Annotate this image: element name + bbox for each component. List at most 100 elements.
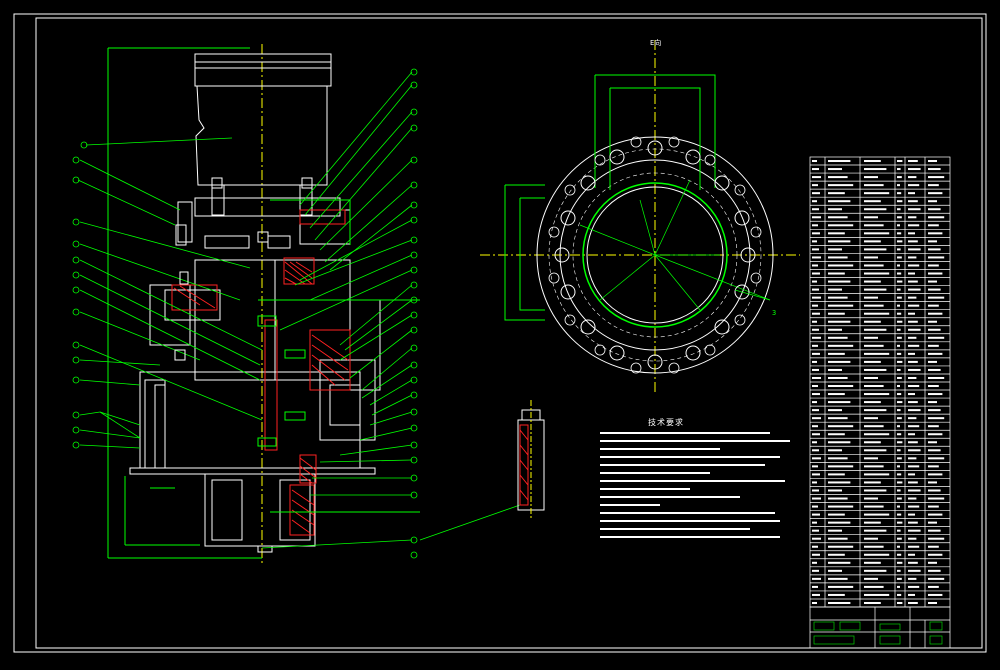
table-cell-text	[864, 457, 878, 460]
table-cell-text	[812, 457, 821, 460]
dimension-lines	[107, 47, 420, 559]
table-cell-text	[864, 529, 887, 532]
table-cell-text	[908, 176, 917, 179]
table-cell-text	[812, 240, 817, 243]
table-cell-text	[864, 425, 884, 428]
technical-requirements-title: 技术要求	[648, 418, 684, 427]
table-cell-text	[928, 240, 937, 243]
table-cell-text	[828, 320, 851, 323]
table-cell-text	[897, 256, 902, 259]
table-cell-text	[828, 513, 845, 516]
table-cell-text	[908, 561, 918, 564]
table-cell-text	[828, 537, 848, 540]
table-cell-text	[828, 360, 851, 363]
detail-section	[517, 400, 545, 520]
table-cell-text	[828, 280, 851, 283]
table-cell-text	[897, 312, 902, 315]
table-cell-text	[864, 417, 878, 420]
table-cell-text	[812, 224, 818, 227]
table-cell-text	[828, 200, 851, 203]
table-cell-text	[908, 344, 920, 347]
table-cell-text	[897, 457, 902, 460]
table-cell-text	[908, 409, 921, 412]
table-cell-text	[928, 320, 937, 323]
table-cell-text	[897, 537, 902, 540]
table-cell-text	[828, 441, 851, 444]
table-cell-text	[928, 368, 941, 371]
view-e-label: E向	[650, 39, 662, 47]
table-cell-text	[908, 601, 918, 604]
table-cell-text	[908, 529, 921, 532]
table-cell-text	[812, 585, 818, 588]
table-cell-text	[908, 473, 915, 476]
table-cell-text	[908, 497, 917, 500]
table-cell-text	[908, 160, 918, 163]
table-cell-text	[812, 200, 817, 203]
part-balloons-left	[72, 141, 88, 449]
table-cell-text	[864, 521, 881, 524]
table-cell-text	[864, 465, 884, 468]
table-cell-text	[928, 473, 943, 476]
table-cell-text	[928, 328, 941, 331]
table-cell-text	[897, 425, 900, 428]
table-cell-text	[897, 545, 900, 548]
table-cell-text	[864, 280, 881, 283]
table-cell-text	[928, 385, 939, 388]
table-cell-text	[897, 569, 901, 572]
table-cell-text	[897, 553, 902, 556]
flange-view-e	[480, 40, 800, 392]
table-cell-text	[828, 328, 842, 331]
table-cell-text	[812, 176, 821, 179]
table-cell-text	[864, 601, 881, 604]
table-cell-text	[908, 312, 915, 315]
table-cell-text	[828, 561, 851, 564]
table-cell-text	[864, 344, 884, 347]
table-cell-text	[828, 457, 848, 460]
table-cell-text	[812, 208, 819, 211]
table-cell-text	[897, 505, 900, 508]
table-cell-text	[928, 360, 937, 363]
table-cell-text	[897, 248, 901, 251]
table-cell-text	[828, 368, 842, 371]
table-cell-text	[908, 521, 918, 524]
table-cell-text	[828, 545, 854, 548]
table-cell-text	[812, 537, 821, 540]
table-cell-text	[928, 160, 937, 163]
table-cell-text	[908, 441, 918, 444]
table-cell-text	[864, 168, 887, 171]
table-cell-text	[864, 328, 887, 331]
table-cell-text	[812, 296, 821, 299]
table-cell-text	[897, 417, 902, 420]
table-cell-text	[828, 465, 854, 468]
table-cell-text	[828, 288, 842, 291]
table-cell-text	[864, 585, 884, 588]
table-cell-text	[864, 497, 878, 500]
table-cell-text	[897, 160, 903, 163]
table-cell-text	[828, 401, 851, 404]
table-cell-text	[812, 593, 820, 596]
table-cell-text	[908, 216, 917, 219]
table-cell-text	[864, 264, 884, 267]
table-cell-text	[828, 376, 848, 379]
table-cell-text	[864, 336, 878, 339]
table-cell-text	[812, 312, 820, 315]
table-cell-text	[897, 513, 902, 516]
table-cell-text	[828, 232, 845, 235]
technical-notes	[600, 432, 790, 538]
table-cell-text	[928, 601, 937, 604]
table-cell-text	[828, 505, 854, 508]
table-cell-text	[828, 433, 845, 436]
table-cell-text	[897, 561, 903, 564]
table-cell-text	[864, 312, 890, 315]
part-balloons-right	[410, 68, 418, 559]
table-cell-text	[897, 192, 902, 195]
table-cell-text	[864, 224, 884, 227]
table-cell-text	[864, 489, 887, 492]
motor-body	[194, 53, 332, 216]
table-cell-text	[812, 264, 818, 267]
table-cell-text	[828, 168, 842, 171]
table-cell-text	[812, 489, 819, 492]
table-cell-text	[897, 224, 900, 227]
table-cell-text	[812, 473, 820, 476]
table-cell-text	[928, 192, 943, 195]
